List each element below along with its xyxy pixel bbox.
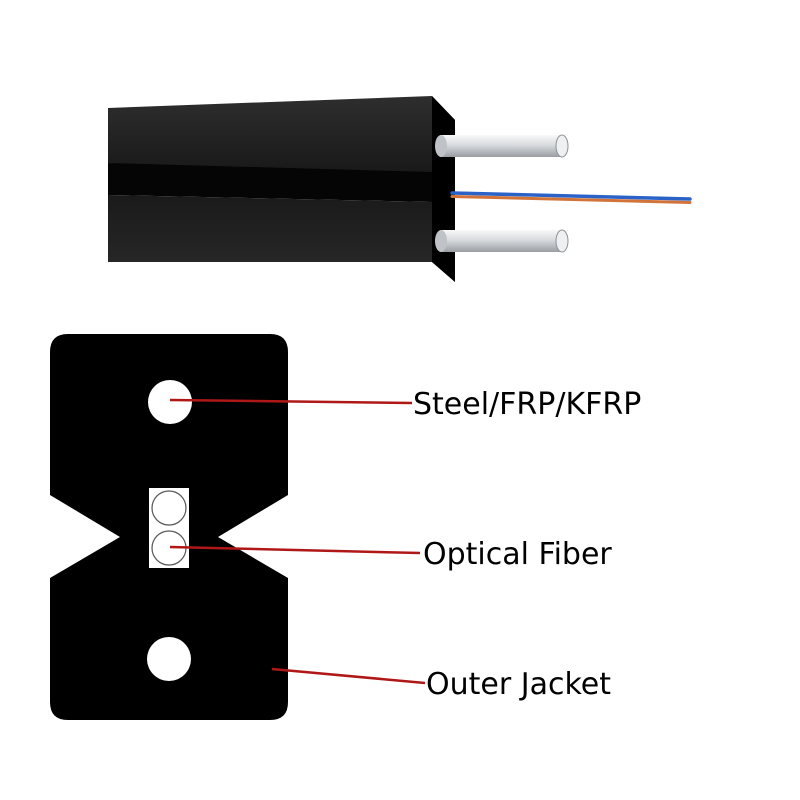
label-optical-fiber: Optical Fiber — [423, 537, 612, 572]
cable-cross-section-icon — [50, 334, 288, 720]
strength-member-hole-top — [148, 380, 192, 424]
fiber-core-upper — [151, 490, 187, 526]
cable-3d-icon — [108, 96, 692, 282]
label-strength-member: Steel/FRP/KFRP — [413, 387, 641, 422]
strength-member-hole-bottom — [147, 637, 191, 681]
fiber-cavity — [149, 488, 189, 568]
leader-line-strength-member — [169, 398, 413, 405]
cable-end-face — [432, 96, 455, 282]
label-outer-jacket: Outer Jacket — [426, 667, 611, 702]
cable-jacket-groove — [108, 163, 455, 202]
leader-line-outer-jacket — [271, 667, 426, 685]
strength-rod-lower — [435, 229, 569, 253]
fiber-blue — [450, 191, 692, 201]
fiber-orange — [450, 195, 692, 204]
strength-rod-upper — [435, 134, 569, 158]
cable-jacket-lower — [108, 195, 455, 282]
leader-lines — [169, 398, 426, 685]
leader-line-optical-fiber — [169, 545, 421, 555]
optical-fiber-strands — [450, 191, 692, 204]
